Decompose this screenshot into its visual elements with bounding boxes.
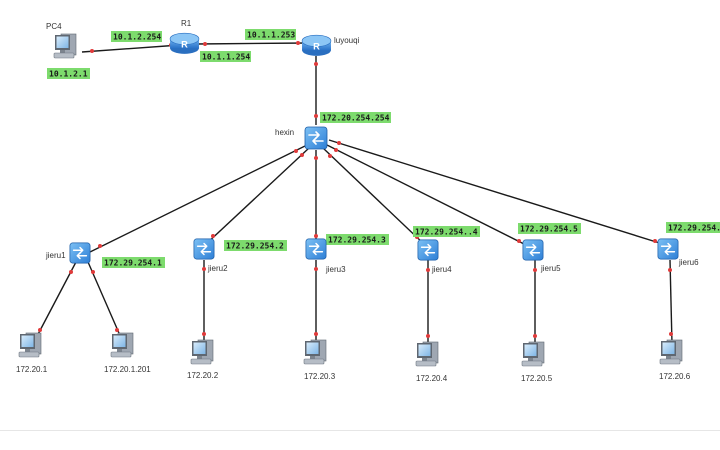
host-h6[interactable]: 172.20.6 bbox=[659, 339, 691, 381]
device-jieru2[interactable]: jieru2 bbox=[193, 238, 228, 273]
host-label-h4: 172.20.4 bbox=[416, 374, 448, 383]
host-h4[interactable]: 172.20.4 bbox=[415, 341, 448, 383]
link-hexin-jieru2[interactable] bbox=[204, 147, 310, 246]
host-label-h3: 172.20.3 bbox=[304, 372, 336, 381]
ip-label-pc4: 10.1.2.1 bbox=[49, 70, 88, 79]
ip-label-luyouqi: 10.1.1.253 bbox=[247, 31, 295, 40]
host-h1[interactable]: 172.20.1 bbox=[16, 332, 48, 374]
ip-label-jieru3: 172.29.254.3 bbox=[328, 236, 386, 245]
ip-label-jieru4: 172.29.254..4 bbox=[415, 228, 478, 237]
device-label-pc4: PC4 bbox=[46, 22, 62, 31]
pc-icon bbox=[53, 33, 77, 59]
pc-icon bbox=[303, 339, 327, 365]
device-label-jieru2: jieru2 bbox=[207, 264, 228, 273]
device-jieru4[interactable]: jieru4 bbox=[417, 239, 452, 274]
device-luyouqi[interactable]: luyouqi bbox=[301, 34, 360, 57]
switch-icon bbox=[417, 239, 439, 261]
ip-label-jieru6: 172.29.254. bbox=[668, 224, 720, 233]
canvas-bottom-divider bbox=[0, 430, 720, 431]
device-jieru3[interactable]: jieru3 bbox=[305, 238, 346, 274]
host-label-h5: 172.20.5 bbox=[521, 374, 553, 383]
ip-label-hexin: 172.20.254.254 bbox=[322, 114, 390, 123]
switch-icon bbox=[657, 238, 679, 260]
device-hexin[interactable]: hexin bbox=[275, 126, 328, 150]
pc-icon bbox=[521, 341, 545, 367]
link-hexin-jieru6[interactable] bbox=[328, 139, 667, 246]
ip-labels: 10.1.2.254 10.1.2.1 10.1.1.253 10.1.1.25… bbox=[49, 31, 720, 268]
link-jieru1-h1[interactable] bbox=[34, 261, 77, 341]
switch-icon bbox=[304, 126, 328, 150]
device-pc4[interactable]: PC4 bbox=[46, 22, 77, 59]
link-jieru6-h6[interactable] bbox=[669, 259, 673, 345]
device-label-hexin: hexin bbox=[275, 128, 294, 137]
ip-label-r1-left: 10.1.2.254 bbox=[113, 33, 161, 42]
device-label-luyouqi: luyouqi bbox=[334, 36, 360, 45]
host-label-h1b: 172.20.1.201 bbox=[104, 365, 151, 374]
router-icon bbox=[169, 32, 200, 55]
link-hexin-jieru1[interactable] bbox=[89, 145, 306, 253]
pc-icon bbox=[659, 339, 683, 365]
switch-icon bbox=[522, 239, 544, 261]
links bbox=[34, 42, 673, 346]
ip-label-r1-right: 10.1.1.254 bbox=[202, 53, 250, 62]
device-label-jieru1: jieru1 bbox=[45, 251, 66, 260]
pc-icon bbox=[110, 332, 134, 358]
link-pc4-r1[interactable] bbox=[81, 44, 181, 53]
host-label-h2: 172.20.2 bbox=[187, 371, 219, 380]
device-label-jieru6: jieru6 bbox=[678, 258, 699, 267]
switch-icon bbox=[69, 242, 91, 264]
device-label-jieru3: jieru3 bbox=[325, 265, 346, 274]
switch-icon bbox=[305, 238, 327, 260]
device-label-jieru4: jieru4 bbox=[431, 265, 452, 274]
host-label-h6: 172.20.6 bbox=[659, 372, 691, 381]
switch-icon bbox=[193, 238, 215, 260]
host-h5[interactable]: 172.20.5 bbox=[521, 341, 553, 383]
device-r1[interactable]: R1 bbox=[169, 19, 200, 55]
host-h2[interactable]: 172.20.2 bbox=[187, 339, 219, 380]
ip-label-jieru5: 172.29.254.5 bbox=[520, 225, 578, 234]
pc-icon bbox=[415, 341, 439, 367]
ip-label-jieru1: 172.29.254.1 bbox=[104, 259, 162, 268]
link-r1-luyouqi[interactable] bbox=[195, 42, 309, 45]
pc-icon bbox=[190, 339, 214, 365]
device-jieru1[interactable]: jieru1 bbox=[45, 242, 91, 264]
host-h3[interactable]: 172.20.3 bbox=[303, 339, 336, 381]
link-hexin-jieru4[interactable] bbox=[322, 147, 426, 246]
host-h1b[interactable]: 172.20.1.201 bbox=[104, 332, 151, 374]
device-jieru6[interactable]: jieru6 bbox=[657, 238, 699, 267]
pc-icon bbox=[18, 332, 42, 358]
link-hexin-jieru5[interactable] bbox=[326, 144, 531, 248]
device-label-r1: R1 bbox=[181, 19, 192, 28]
link-jieru1-h1b[interactable] bbox=[87, 261, 123, 341]
port-dots bbox=[38, 41, 673, 338]
device-label-jieru5: jieru5 bbox=[540, 264, 561, 273]
ip-label-backgrounds bbox=[47, 29, 720, 268]
router-icon bbox=[301, 34, 332, 57]
ip-label-jieru2: 172.29.254.2 bbox=[226, 242, 284, 251]
host-label-h1: 172.20.1 bbox=[16, 365, 48, 374]
device-jieru5[interactable]: jieru5 bbox=[522, 239, 561, 273]
